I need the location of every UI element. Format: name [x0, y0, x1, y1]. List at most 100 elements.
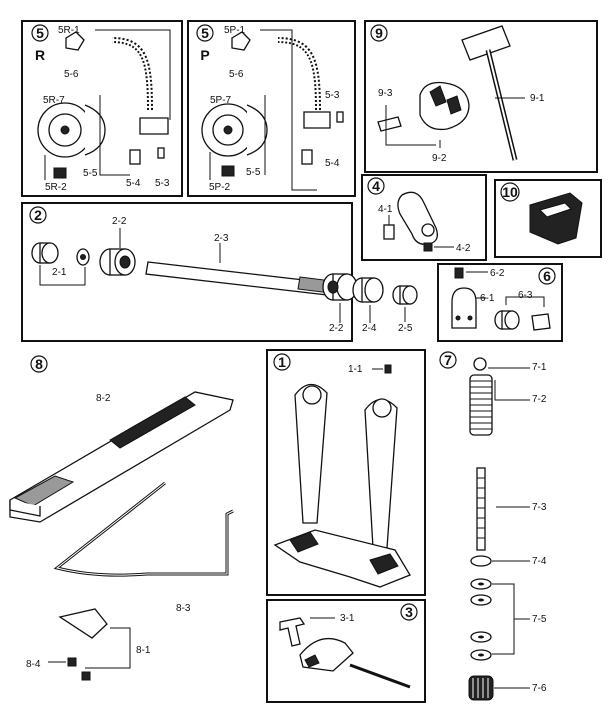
section-7-badge — [439, 351, 457, 369]
section-1: 1 1-1 — [266, 349, 426, 596]
section-3-badge — [400, 603, 418, 621]
part-label-4-2: 4-2 — [456, 243, 471, 254]
footboard-8-2 — [9, 391, 234, 523]
section-6-badge — [538, 267, 556, 285]
threaded-rod-7-3 — [476, 467, 486, 551]
part-label-8-4: 8-4 — [26, 659, 41, 670]
section-5r-letter: R — [35, 47, 45, 63]
cable-5r — [111, 37, 153, 111]
section-2: 2 2-1 2-2 2-3 2-2 2-4 2-5 — [21, 202, 418, 342]
section-9-frame — [364, 20, 598, 173]
part-label-9-2: 9-2 — [432, 153, 447, 164]
bracket-4 — [397, 191, 439, 245]
section-2-badge — [29, 206, 47, 224]
part-label-2-3: 2-3 — [214, 233, 229, 244]
section-9-badge — [370, 24, 388, 42]
section-10: 10 — [494, 179, 602, 258]
part-label-2-2-right: 2-2 — [329, 323, 344, 334]
part-label-2-4: 2-4 — [362, 323, 377, 334]
key-3-1 — [279, 617, 306, 647]
nut-4-2 — [423, 242, 433, 252]
part-label-5p-1: 5P-1 — [224, 25, 246, 36]
part-label-3-1: 3-1 — [340, 613, 355, 624]
section-5p-badge — [196, 24, 214, 42]
section-10-number: 10 — [502, 184, 518, 200]
part-label-2-1: 2-1 — [52, 267, 67, 278]
part-label-6-3: 6-3 — [518, 290, 533, 301]
section-7-number: 7 — [444, 352, 452, 368]
screw-4-1 — [383, 224, 395, 240]
clip-5p — [231, 31, 251, 51]
part-label-5p-2: 5P-2 — [209, 182, 231, 193]
section-9: 9 9-3 9-1 9-2 — [364, 20, 598, 173]
screw-1-1 — [384, 364, 392, 374]
spring-6-2 — [454, 267, 464, 279]
section-2-frame — [21, 202, 353, 342]
part-label-5r-6: 5-6 — [64, 69, 79, 80]
part-label-2-5: 2-5 — [398, 323, 413, 334]
section-8: 8 8-2 8-3 8-1 8-4 — [9, 355, 234, 681]
part-label-5p-6: 5-6 — [229, 69, 244, 80]
section-1-number: 1 — [278, 354, 286, 370]
cam-cover-5p — [246, 104, 268, 156]
section-6-number: 6 — [543, 268, 551, 284]
part-label-7-3: 7-3 — [532, 502, 547, 513]
pin-3 — [349, 663, 411, 689]
part-label-9-3: 9-3 — [378, 88, 393, 99]
part-label-6-1: 6-1 — [480, 293, 495, 304]
frame-post-right — [364, 398, 398, 549]
section-5r-frame — [21, 20, 183, 197]
section-1-badge — [273, 353, 291, 371]
clamp-5p — [303, 111, 331, 129]
clamp-5r — [139, 117, 169, 135]
section-5r-number: 5 — [36, 25, 44, 41]
section-1-frame — [266, 349, 426, 596]
section-4-badge — [367, 177, 385, 195]
clip-5r — [65, 31, 85, 51]
section-4: 4 4-1 4-2 — [361, 174, 487, 261]
part-label-9-1: 9-1 — [530, 93, 545, 104]
part-label-8-1: 8-1 — [136, 645, 151, 656]
part-label-5p-5-3: 5-3 — [325, 90, 340, 101]
section-5r: 5 R 5R-1 5-6 5R-7 5-5 5R-2 5-4 5-3 — [21, 20, 183, 197]
part-label-5p-5-5: 5-5 — [246, 167, 261, 178]
washer-7-4 — [470, 555, 492, 567]
section-8-number: 8 — [35, 356, 43, 372]
part-label-5r-5-5: 5-5 — [83, 168, 98, 179]
section-3-frame — [266, 599, 426, 703]
section-10-frame — [494, 179, 602, 258]
spring-7-2 — [469, 374, 493, 436]
part-label-7-4: 7-4 — [532, 556, 547, 567]
part-label-6-2: 6-2 — [490, 268, 505, 279]
section-3: 3 3-1 — [266, 599, 426, 703]
part-label-7-1: 7-1 — [532, 362, 547, 373]
cam-cover-5r — [84, 104, 106, 156]
screw-6-3b — [531, 313, 551, 331]
section-5p-letter: P — [200, 47, 209, 63]
beater-head — [461, 25, 511, 61]
frame-post-left — [294, 383, 328, 524]
part-label-2-2-left: 2-2 — [112, 216, 127, 227]
screw-9-3 — [377, 116, 402, 132]
screw-5-5r — [53, 167, 67, 179]
part-label-7-2: 7-2 — [532, 394, 547, 405]
section-7: 7 7-1 7-2 7-3 7-4 7-5 7-6 — [439, 351, 547, 701]
section-8-badge — [30, 355, 48, 373]
section-5p-number: 5 — [201, 25, 209, 41]
part-label-7-5: 7-5 — [532, 614, 547, 625]
part-label-7-6: 7-6 — [532, 683, 547, 694]
section-10-badge — [500, 182, 520, 202]
part-label-5r-7: 5R-7 — [43, 95, 65, 106]
section-2-number: 2 — [34, 207, 42, 223]
section-5p-frame — [187, 20, 356, 197]
screw-5-3p — [336, 111, 344, 123]
block-6-1 — [451, 287, 477, 329]
part-label-5r-5-4: 5-4 — [126, 178, 141, 189]
part-label-1-1: 1-1 — [348, 364, 363, 375]
part-label-5r-2: 5R-2 — [45, 182, 67, 193]
screw-8-4a — [67, 657, 77, 667]
section-6-frame — [437, 263, 563, 342]
part-label-8-3: 8-3 — [176, 603, 191, 614]
section-5r-badge — [31, 24, 49, 42]
